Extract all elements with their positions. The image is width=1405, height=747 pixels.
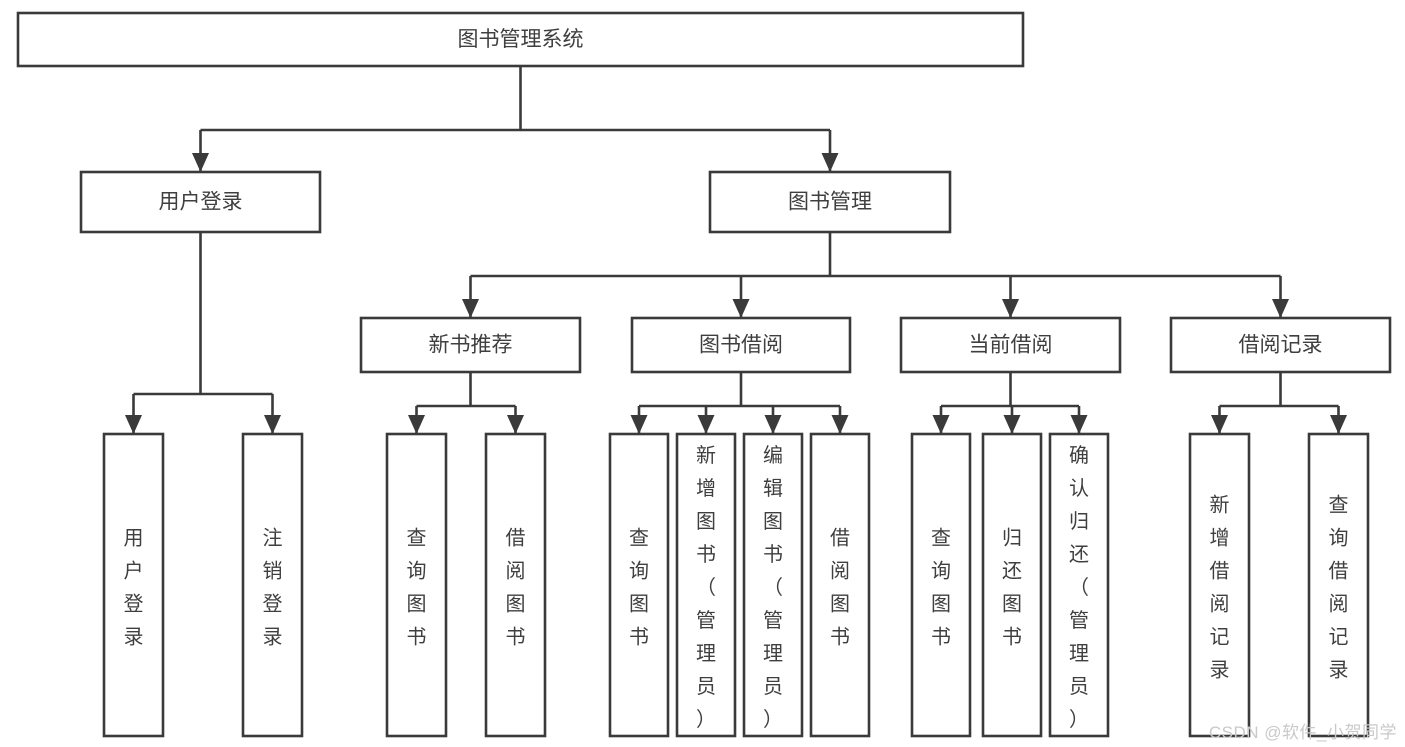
node-label: 新增借阅记录 — [1210, 494, 1230, 682]
arrow-icon — [630, 415, 648, 434]
edge-root-group — [192, 66, 839, 172]
node-label: 新增图书（管理员） — [696, 444, 716, 731]
node-label: 新书推荐 — [429, 334, 513, 357]
node-box[interactable] — [1169, 316, 1392, 374]
node-current-borrow[interactable]: 当前借阅 — [899, 316, 1122, 374]
arrow-icon — [1003, 415, 1021, 434]
node-box[interactable] — [102, 432, 165, 738]
node-book-manage[interactable]: 图书管理 — [708, 170, 952, 234]
arrow-icon — [1070, 415, 1088, 434]
connector-layer — [125, 66, 1347, 434]
node-layer: 图书管理系统用户登录图书管理新书推荐图书借阅当前借阅借阅记录用户登录注销登录查询… — [16, 11, 1392, 738]
arrow-icon — [264, 415, 281, 434]
node-user-login[interactable]: 用户登录 — [79, 170, 322, 234]
node-label: 借阅记录 — [1239, 334, 1323, 357]
node-label: 归还图书 — [1002, 527, 1022, 649]
node-borrow-record[interactable]: 借阅记录 — [1169, 316, 1392, 374]
node-box[interactable] — [79, 170, 322, 234]
edge-borrowrecord-group — [1211, 372, 1347, 434]
node-box[interactable] — [809, 432, 871, 738]
node-label: 借阅图书 — [506, 527, 526, 649]
arrow-icon — [408, 415, 425, 434]
arrow-icon — [1330, 415, 1347, 434]
csdn-watermark: CSDN @软件_小贺同学 — [1208, 723, 1397, 742]
node-label: 编辑图书（管理员） — [763, 444, 783, 731]
node-root[interactable]: 图书管理系统 — [16, 11, 1025, 68]
node-leaf-borrow-book-rec[interactable]: 借阅图书 — [484, 432, 547, 738]
edge-userlogin-group — [125, 232, 281, 434]
arrow-icon — [507, 415, 524, 434]
edge-bookborrow-group — [630, 372, 849, 434]
node-box[interactable] — [241, 432, 304, 738]
node-box[interactable] — [981, 432, 1043, 738]
node-box[interactable] — [910, 432, 972, 738]
node-leaf-confirm-return[interactable]: 确认归还（管理员） — [1048, 432, 1110, 738]
node-leaf-borrow-book[interactable]: 借阅图书 — [809, 432, 871, 738]
node-label: 查询图书 — [407, 527, 427, 649]
arrow-icon — [1272, 299, 1289, 318]
node-box[interactable] — [675, 432, 737, 738]
node-leaf-return-book[interactable]: 归还图书 — [981, 432, 1043, 738]
arrow-icon — [821, 153, 839, 172]
node-leaf-add-record[interactable]: 新增借阅记录 — [1188, 432, 1251, 738]
arrow-icon — [764, 415, 782, 434]
node-label: 用户登录 — [124, 528, 144, 649]
node-leaf-query-record[interactable]: 查询借阅记录 — [1307, 432, 1370, 738]
node-box[interactable] — [608, 432, 670, 738]
node-label: 查询图书 — [629, 527, 649, 649]
arrow-icon — [462, 299, 479, 318]
node-leaf-edit-book[interactable]: 编辑图书（管理员） — [742, 432, 804, 738]
arrow-icon — [1211, 415, 1228, 434]
node-label: 当前借阅 — [969, 334, 1053, 357]
edge-newbook-group — [408, 372, 524, 434]
node-leaf-user-login[interactable]: 用户登录 — [102, 432, 165, 738]
node-leaf-query-book-borrow[interactable]: 查询图书 — [608, 432, 670, 738]
arrow-icon — [831, 415, 849, 434]
arrow-icon — [1002, 299, 1019, 318]
edge-currentborrow-group — [932, 372, 1088, 434]
node-label: 查询图书 — [931, 527, 951, 649]
node-box[interactable] — [899, 316, 1122, 374]
node-box[interactable] — [385, 432, 448, 738]
node-leaf-logout[interactable]: 注销登录 — [241, 432, 304, 738]
node-new-book-recommend[interactable]: 新书推荐 — [359, 316, 582, 374]
node-label: 图书管理 — [788, 191, 872, 214]
arrow-icon — [932, 415, 950, 434]
node-label: 图书借阅 — [699, 334, 783, 357]
node-box[interactable] — [1307, 432, 1370, 738]
node-label: 用户登录 — [159, 191, 243, 214]
arrow-icon — [732, 299, 750, 318]
node-label: 确认归还（管理员） — [1069, 444, 1089, 731]
node-leaf-query-book-cur[interactable]: 查询图书 — [910, 432, 972, 738]
arrow-icon — [125, 415, 142, 434]
node-label: 注销登录 — [263, 527, 283, 649]
node-label: 图书管理系统 — [458, 28, 584, 51]
node-box[interactable] — [1048, 432, 1110, 738]
node-box[interactable] — [16, 11, 1025, 68]
node-label: 借阅图书 — [830, 527, 850, 649]
node-box[interactable] — [484, 432, 547, 738]
node-book-borrow[interactable]: 图书借阅 — [630, 316, 852, 374]
node-box[interactable] — [630, 316, 852, 374]
node-box[interactable] — [1188, 432, 1251, 738]
node-label: 查询借阅记录 — [1329, 494, 1349, 682]
arrow-icon — [697, 415, 715, 434]
arrow-icon — [192, 153, 209, 172]
node-box[interactable] — [359, 316, 582, 374]
node-box[interactable] — [708, 170, 952, 234]
node-leaf-add-book[interactable]: 新增图书（管理员） — [675, 432, 737, 738]
node-box[interactable] — [742, 432, 804, 738]
node-leaf-query-book-rec[interactable]: 查询图书 — [385, 432, 448, 738]
edge-bookmanage-group — [462, 232, 1289, 318]
